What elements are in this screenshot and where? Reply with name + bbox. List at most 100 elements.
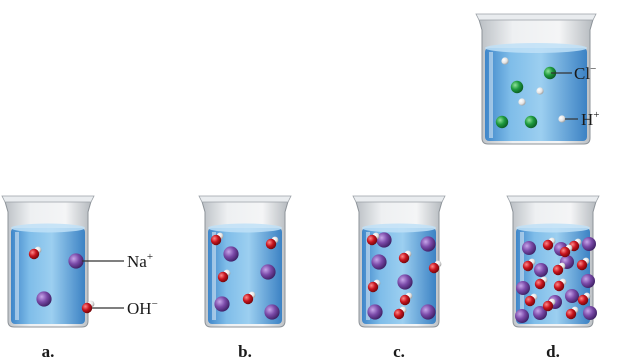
hydroxide-ion	[28, 246, 42, 260]
sodium-ion	[534, 263, 548, 277]
sodium-ion	[581, 274, 595, 288]
oxygen-atom	[428, 262, 440, 274]
sodium-ion	[36, 291, 52, 307]
hydroxide-ion	[217, 269, 231, 283]
sodium-ion	[397, 274, 413, 290]
glass-highlight	[212, 232, 216, 320]
hydroxide-ion	[522, 258, 536, 272]
oxygen-atom	[552, 264, 564, 276]
hydroxide-ion	[542, 237, 556, 251]
chloride-ion	[543, 66, 557, 80]
oxygen-atom	[553, 280, 565, 292]
hydroxide-ion	[552, 262, 566, 276]
oxygen-atom	[265, 238, 277, 250]
oxygen-atom	[565, 308, 577, 320]
sodium-ion	[260, 264, 276, 280]
glass-highlight	[520, 232, 524, 320]
hydroxide-ion	[399, 292, 413, 306]
hydroxide-ion	[534, 276, 548, 290]
sodium-ion	[223, 246, 239, 262]
naoh-beakers	[1, 195, 600, 328]
hydroxide-ion	[398, 250, 412, 264]
oxygen-atom	[398, 252, 410, 264]
caption-b: b.	[238, 342, 252, 361]
hydrogen-ion	[558, 115, 566, 123]
hydrogen-ion-label: H+	[581, 109, 600, 129]
sodium-ion	[371, 254, 387, 270]
solution	[362, 228, 436, 324]
sodium-ion	[533, 306, 547, 320]
hydroxide-ion	[242, 291, 256, 305]
sodium-ion	[367, 304, 383, 320]
hydroxide-ion	[577, 292, 591, 306]
sodium-ion	[68, 253, 84, 269]
solution	[11, 228, 85, 324]
oxygen-atom	[524, 295, 536, 307]
solution-surface	[11, 223, 85, 233]
hydroxide-ion	[265, 236, 279, 250]
sodium-ion	[264, 304, 280, 320]
oxygen-atom	[576, 259, 588, 271]
caption-d: d.	[546, 342, 560, 361]
sodium-ion	[420, 304, 436, 320]
oxygen-atom	[242, 293, 254, 305]
hydroxide-ion	[542, 298, 556, 312]
oxygen-atom	[393, 308, 405, 320]
hydroxide-ion	[210, 232, 224, 246]
oxygen-atom	[522, 260, 534, 272]
chloride-ion-label: Cl−	[574, 63, 596, 83]
hydrogen-ion	[501, 57, 509, 65]
hydroxide-ion	[565, 306, 579, 320]
beaker-hcl	[475, 13, 597, 145]
glass-highlight	[15, 232, 19, 320]
sodium-ion	[516, 281, 530, 295]
caption-a: a.	[42, 342, 55, 361]
sodium-ion	[522, 241, 536, 255]
beaker-naoh-a	[1, 195, 95, 328]
oxygen-atom	[210, 234, 222, 246]
sodium-ion	[376, 232, 392, 248]
sodium-ion	[565, 289, 579, 303]
hydroxide-ion	[559, 244, 573, 258]
hydroxide-ion	[553, 278, 567, 292]
solution-surface	[208, 223, 282, 233]
oxygen-atom	[367, 281, 379, 293]
sodium-ion	[582, 237, 596, 251]
sodium-ion	[583, 306, 597, 320]
oxygen-atom	[542, 239, 554, 251]
hydrogen-ion	[518, 98, 526, 106]
oxygen-atom	[28, 248, 40, 260]
oxygen-atom	[559, 246, 571, 258]
solution-surface	[516, 223, 590, 233]
beaker-naoh-c	[352, 195, 446, 328]
hydroxide-ion	[366, 232, 380, 246]
beaker-naoh-d	[506, 195, 600, 328]
hydroxide-ion	[81, 300, 95, 314]
oxygen-atom	[542, 300, 554, 312]
sodium-ion	[420, 236, 436, 252]
oxygen-atom	[366, 234, 378, 246]
hydroxide-ion-label: OH−	[127, 298, 158, 318]
beaker-rim	[506, 195, 600, 203]
oxygen-atom	[217, 271, 229, 283]
glass-highlight	[366, 232, 370, 320]
sodium-ion-label: Na+	[127, 251, 153, 271]
hydroxide-ion	[576, 257, 590, 271]
beaker-rim	[198, 195, 292, 203]
sodium-ion	[214, 296, 230, 312]
hydroxide-ion	[428, 260, 442, 274]
hydroxide-ion	[524, 293, 538, 307]
sodium-ion	[515, 309, 529, 323]
oxygen-atom	[577, 294, 589, 306]
beaker-naoh-b	[198, 195, 292, 328]
hcl-particles	[495, 57, 566, 129]
oxygen-atom	[81, 302, 93, 314]
chloride-ion	[495, 115, 509, 129]
chloride-ion	[524, 115, 538, 129]
beaker-rim	[352, 195, 446, 203]
hydroxide-ion	[393, 306, 407, 320]
oxygen-atom	[399, 294, 411, 306]
caption-c: c.	[393, 342, 405, 361]
hydrogen-ion	[536, 87, 544, 95]
